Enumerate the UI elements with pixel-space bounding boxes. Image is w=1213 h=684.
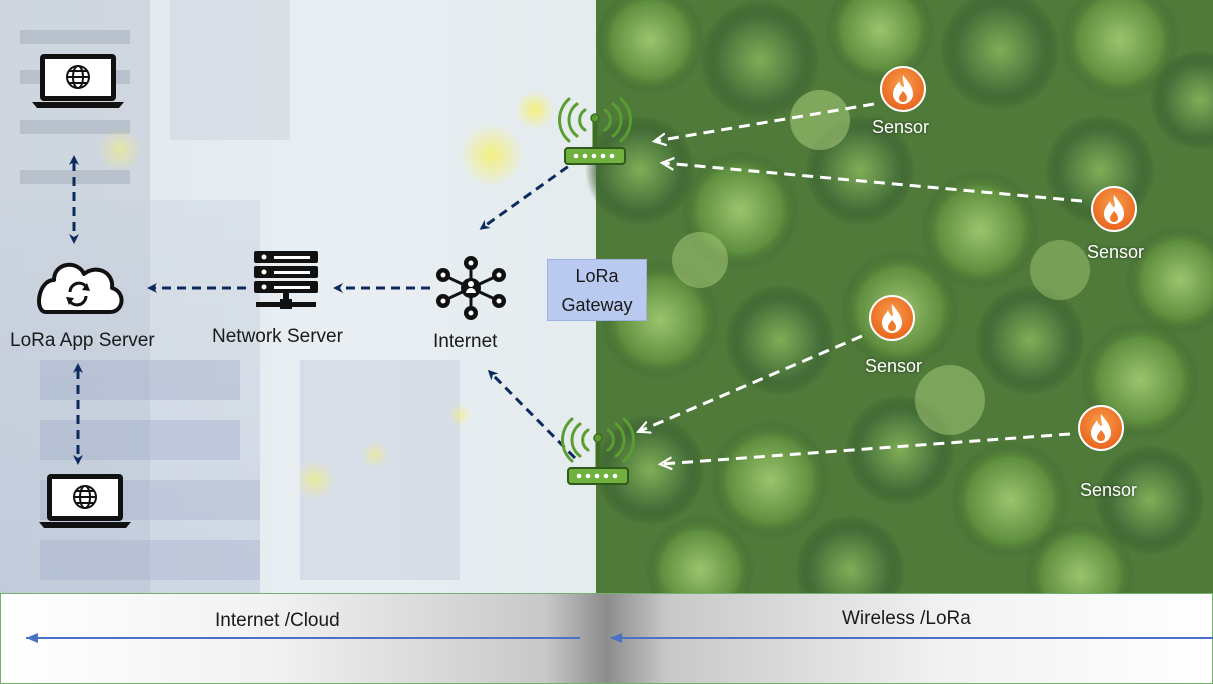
arrow-sensor1-to-gateway xyxy=(656,102,875,141)
router-icon xyxy=(558,97,632,165)
arrow-gateway-bottom-to-internet xyxy=(487,369,577,460)
gateway-label-line2: Gateway xyxy=(561,295,633,315)
label-internet: Internet xyxy=(433,331,498,352)
router-icon xyxy=(561,417,635,485)
label-sensor-2: Sensor xyxy=(1087,242,1145,262)
arrow-gateway-top-to-internet xyxy=(479,156,581,230)
label-sensor-4: Sensor xyxy=(1080,480,1138,500)
arrow-sensor2-to-gateway xyxy=(664,163,1083,203)
arrow-sensor4-to-gateway xyxy=(662,432,1071,464)
fire-icon xyxy=(880,66,926,112)
gateway-label-box: LoRa Gateway xyxy=(547,259,647,321)
server-stack-icon xyxy=(254,251,318,309)
laptop-globe-icon xyxy=(32,54,124,108)
gateway-label-line1: LoRa xyxy=(575,266,619,286)
laptop-globe-icon xyxy=(39,474,131,528)
label-app-server: LoRa App Server xyxy=(10,330,155,351)
label-sensor-1: Sensor xyxy=(872,117,930,137)
fire-icon xyxy=(1078,405,1124,451)
fire-icon xyxy=(869,295,915,341)
fire-icon xyxy=(1091,186,1137,232)
bottom-legend-bar: Internet /Cloud Wireless /LoRa xyxy=(0,593,1213,684)
label-sensor-3: Sensor xyxy=(865,356,923,376)
label-internet-cloud: Internet /Cloud xyxy=(215,610,340,631)
cloud-sync-icon xyxy=(37,263,124,314)
network-hub-icon xyxy=(436,256,506,320)
network-arrows xyxy=(69,155,581,465)
label-network-server: Network Server xyxy=(212,326,343,347)
bottom-arrows xyxy=(26,633,1213,643)
lora-arrows xyxy=(640,102,1083,464)
label-wireless-lora: Wireless /LoRa xyxy=(842,608,971,629)
arrow-sensor3-to-gateway xyxy=(640,334,863,431)
